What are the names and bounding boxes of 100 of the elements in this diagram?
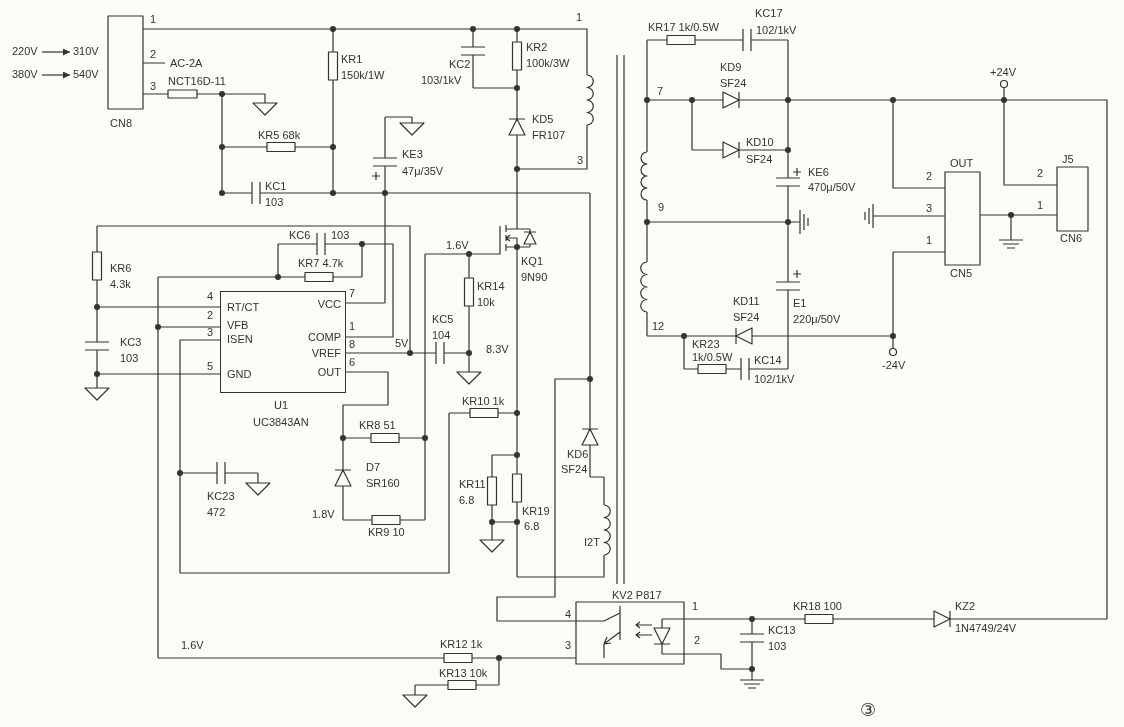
voltage-label: 1.6V: [181, 639, 204, 652]
component-label: CN8: [110, 117, 132, 130]
voltage-label: 5V: [395, 337, 409, 350]
component-label: 4.3k: [110, 278, 131, 291]
component-label: KR11: [459, 478, 486, 491]
chip-label: U1: [274, 399, 289, 412]
pin-number: 2: [1037, 167, 1044, 180]
component-label: KD10: [746, 136, 774, 149]
voltage-label: 220V: [12, 45, 39, 58]
component-label: SF24: [561, 463, 588, 476]
pin-name: VREF: [311, 347, 341, 360]
component-label: KQ1: [521, 255, 543, 268]
component-label: KD6: [567, 448, 589, 461]
component-label: OUT: [950, 157, 974, 170]
component-label: 102/1kV: [756, 24, 797, 37]
pin-number: 2: [150, 48, 157, 61]
voltage-label: 380V: [12, 68, 39, 81]
component-label: KV2 P817: [612, 589, 662, 602]
component-label: SF24: [720, 77, 747, 90]
component-label: KC1: [265, 180, 287, 193]
component-label: E1: [793, 297, 807, 310]
voltage-label: +24V: [990, 66, 1016, 79]
pin-number: 4: [207, 290, 214, 303]
component-label: 472: [207, 506, 226, 519]
component-label: KC6: [289, 229, 311, 242]
pin-number: 3: [577, 154, 584, 167]
component-label: KR23: [692, 338, 720, 351]
pin-number: 3: [926, 202, 933, 215]
component-label: KR1: [341, 53, 363, 66]
pin-number: 1: [576, 11, 583, 24]
component-label: 6.8: [524, 520, 540, 533]
component-label: KR14: [477, 280, 505, 293]
pin-number: 2: [694, 634, 701, 647]
pin-number: 3: [150, 80, 157, 93]
component-label: FR107: [532, 129, 566, 142]
voltage-label: 1.6V: [446, 239, 469, 252]
component-label: 47μ/35V: [402, 165, 444, 178]
component-label: 150k/1W: [341, 69, 385, 82]
component-label: 10k: [477, 296, 495, 309]
pin-number: 1: [349, 320, 356, 333]
component-label: KR2: [526, 41, 548, 54]
component-label: 102/1kV: [754, 373, 795, 386]
pin-name: ISEN: [227, 333, 253, 346]
component-label: 9N90: [521, 271, 548, 284]
component-label: 103: [331, 229, 350, 242]
pin-number: 7: [657, 85, 664, 98]
component-label: KR8 51: [359, 419, 396, 432]
pin-number: 6: [349, 356, 356, 369]
pin-number: 3: [565, 639, 572, 652]
component-label: KD9: [720, 61, 742, 74]
component-label: 103/1kV: [421, 74, 462, 87]
component-label: KE6: [808, 166, 829, 179]
component-label: 100k/3W: [526, 57, 570, 70]
component-label: KR18 100: [793, 600, 842, 613]
component-label: KE3: [402, 148, 423, 161]
pin-number: 12: [652, 320, 665, 333]
component-label: KC13: [768, 624, 796, 637]
pin-number: 1: [150, 13, 157, 26]
component-label: KC17: [755, 7, 783, 20]
pin-number: 7: [349, 287, 356, 300]
component-label: J5: [1062, 153, 1074, 166]
component-label: KR5 68k: [258, 129, 301, 142]
voltage-label: -24V: [882, 359, 906, 372]
component-label: 103: [265, 196, 284, 209]
component-label: SF24: [746, 153, 773, 166]
pin-number: 2: [926, 170, 933, 183]
pin-number: 8: [349, 338, 356, 351]
component-label: KR13 10k: [439, 667, 488, 680]
pin-number: 1: [1037, 199, 1044, 212]
pin-name: COMP: [308, 331, 341, 344]
component-label: SR160: [366, 477, 400, 490]
component-label: D7: [366, 461, 381, 474]
component-label: KR6: [110, 262, 132, 275]
pin-name: OUT: [317, 366, 341, 379]
arrow: [41, 48, 71, 56]
component-label: KR10 1k: [462, 395, 505, 408]
component-label: NCT16D-11: [168, 75, 226, 88]
component-label: 6.8: [459, 494, 475, 507]
voltage-label: 8.3V: [486, 343, 509, 356]
voltage-label: 540V: [73, 68, 100, 81]
pin-number: 9: [658, 201, 665, 214]
component-label: 103: [120, 352, 139, 365]
pin-number: 1: [692, 600, 699, 613]
component-label: 220μ/50V: [793, 313, 841, 326]
voltage-label: 1.8V: [312, 508, 335, 521]
pin-name: VFB: [227, 319, 249, 332]
chip-label: UC3843AN: [253, 416, 309, 429]
component-label: CN6: [1060, 232, 1082, 245]
component-label: SF24: [733, 311, 760, 324]
component-label: I2T: [584, 536, 600, 549]
component-label: KC2: [449, 58, 471, 71]
component-label: KC14: [754, 354, 782, 367]
pin-name: VCC: [317, 298, 341, 311]
pin-number: 4: [565, 608, 572, 621]
component-label: KD11: [733, 295, 760, 308]
component-label: KZ2: [955, 600, 976, 613]
component-label: KC23: [207, 490, 235, 503]
component-label: KR9 10: [368, 526, 405, 539]
component-label: CN5: [950, 267, 972, 280]
component-label: 104: [432, 329, 451, 342]
